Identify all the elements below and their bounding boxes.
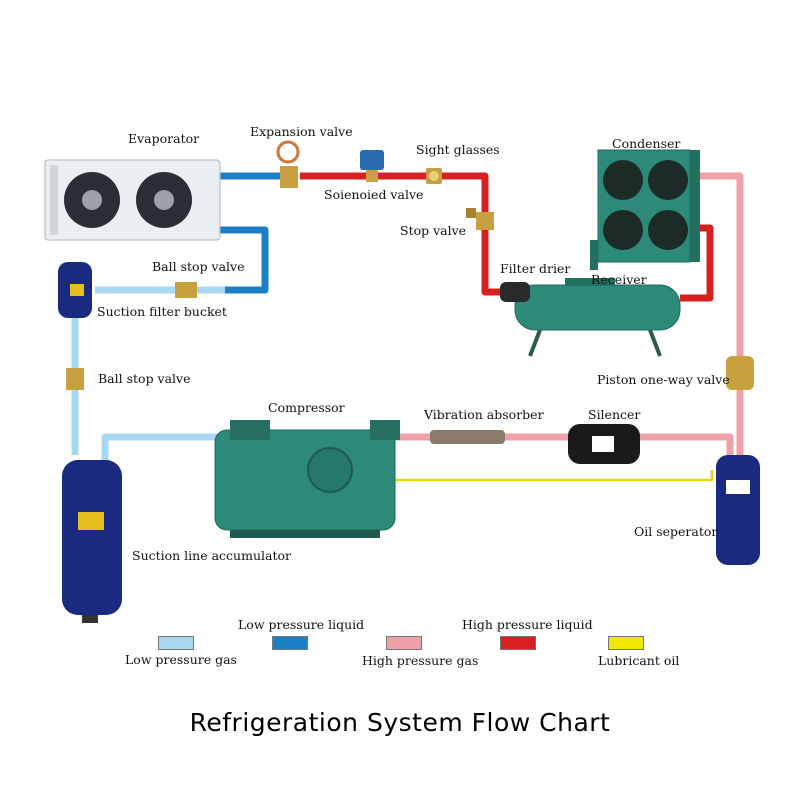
legend-swatch-high-liquid	[500, 636, 536, 650]
label-expansion-valve: Expansion valve	[250, 124, 353, 139]
label-condenser: Condenser	[612, 136, 681, 151]
receiver-tank	[514, 278, 681, 357]
legend-swatch-oil	[608, 636, 644, 650]
pipe-oil-return	[390, 470, 714, 482]
suction-filter-bucket	[58, 262, 92, 318]
sight-glass	[426, 168, 442, 184]
legend-label-low-gas: Low pressure gas	[125, 652, 237, 667]
ball-stop-valve-top	[175, 282, 197, 298]
oil-separator	[716, 455, 760, 565]
label-ball-stop-valve-left: Ball stop valve	[98, 371, 191, 386]
label-evaporator: Evaporator	[128, 131, 200, 146]
label-piston-one-way-valve: Piston one-way valve	[597, 372, 730, 387]
vibration-absorber	[430, 430, 505, 444]
legend-swatch-low-liquid	[272, 636, 308, 650]
pipe-high-gas-discharge	[395, 433, 734, 455]
suction-accumulator	[62, 460, 122, 623]
label-ball-stop-valve-top: Ball stop valve	[152, 259, 245, 274]
label-oil-separator: Oil seperator	[634, 524, 718, 539]
legend-label-oil: Lubricant oil	[598, 653, 680, 668]
compressor-unit	[214, 420, 400, 538]
label-compressor: Compressor	[268, 400, 345, 415]
legend-label-low-liquid: Low pressure liquid	[238, 617, 365, 632]
label-filter-drier: Filter drier	[500, 261, 571, 276]
label-stop-valve: Stop valve	[400, 223, 467, 238]
solenoid-valve	[360, 150, 384, 182]
label-vibration-absorber: Vibration absorber	[424, 407, 544, 422]
silencer	[568, 424, 640, 464]
filter-drier	[500, 282, 530, 302]
pipe-low-gas-to-compressor	[101, 433, 225, 470]
label-sight-glasses: Sight glasses	[416, 142, 500, 157]
diagram-title: Refrigeration System Flow Chart	[189, 708, 611, 737]
legend-label-high-liquid: High pressure liquid	[462, 617, 593, 632]
legend-swatch-low-gas	[158, 636, 194, 650]
label-suction-accumulator: Suction line accumulator	[132, 548, 291, 563]
label-solenoid-valve: Soienoied valve	[324, 187, 424, 202]
label-receiver: Receiver	[591, 272, 647, 287]
evaporator-unit	[44, 159, 221, 241]
condenser-unit	[590, 149, 700, 270]
legend-label-high-gas: High pressure gas	[362, 653, 479, 668]
label-silencer: Silencer	[588, 407, 641, 422]
stop-valve	[466, 208, 494, 230]
piston-one-way-valve	[726, 356, 754, 390]
legend-swatch-high-gas	[386, 636, 422, 650]
expansion-valve	[276, 140, 300, 188]
label-suction-filter-bucket: Suction filter bucket	[97, 304, 227, 319]
pipe-low-liquid-evap-out	[218, 226, 269, 294]
ball-stop-valve-left	[66, 368, 84, 390]
